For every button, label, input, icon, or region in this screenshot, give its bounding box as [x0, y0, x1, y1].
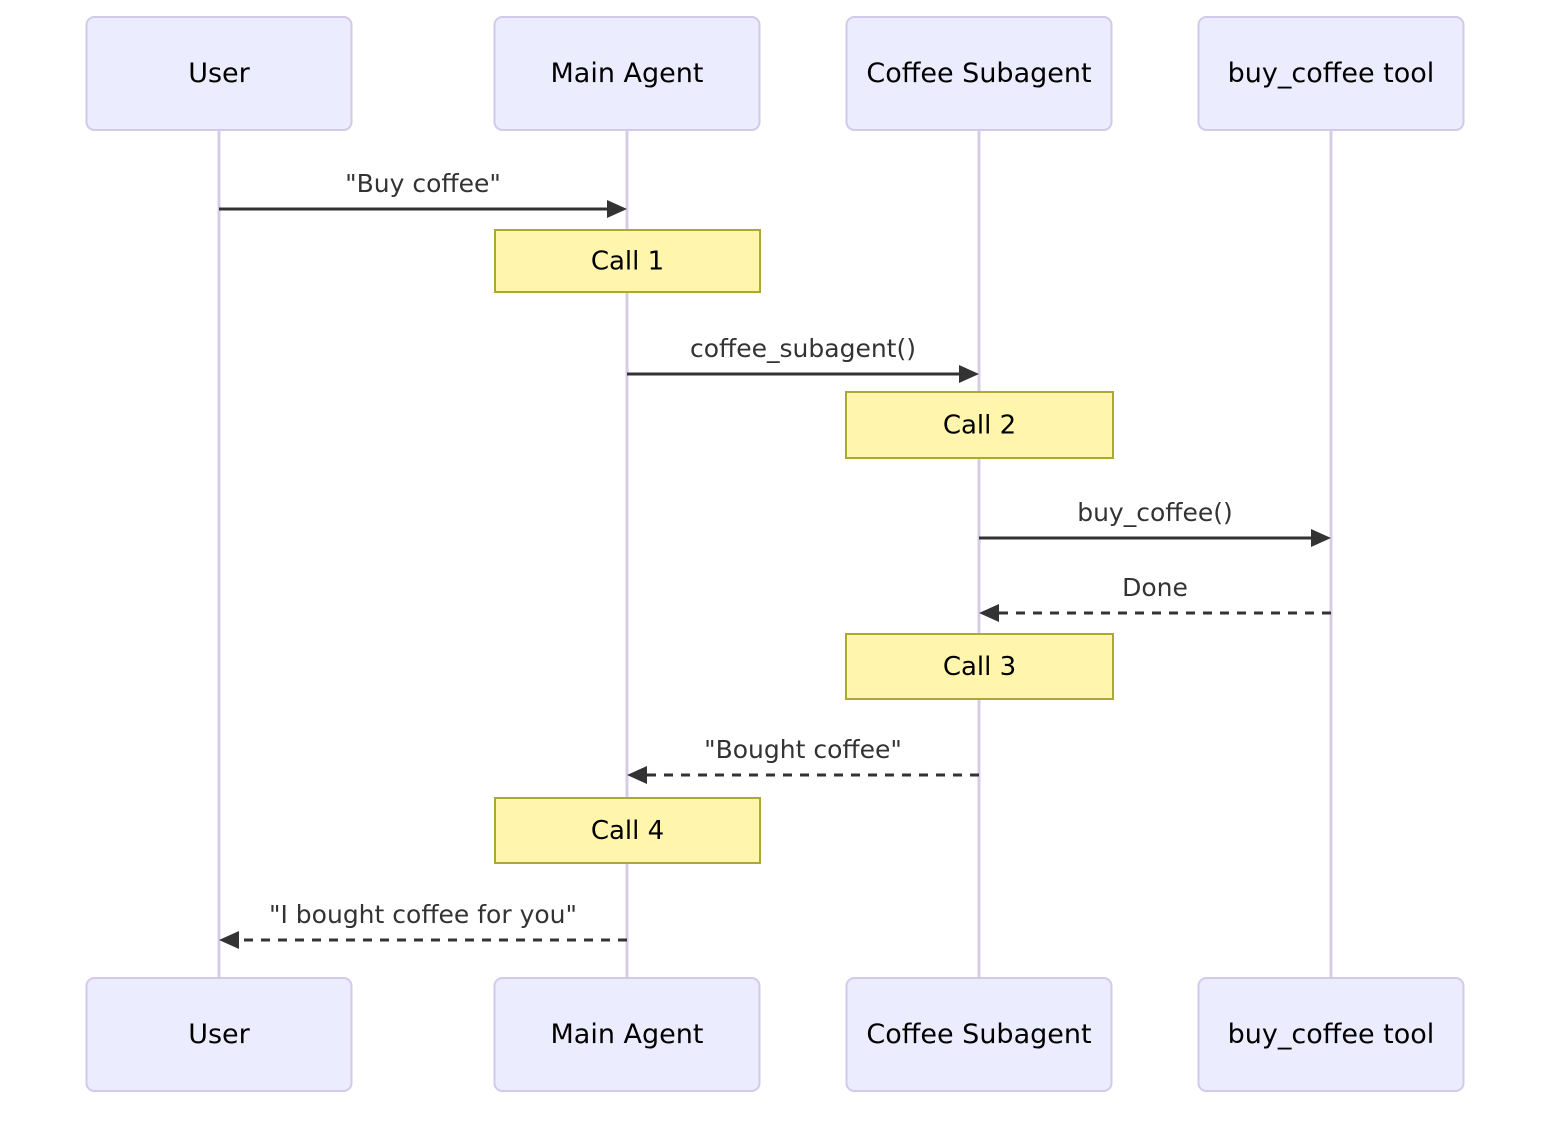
participant-label-main_agent: Main Agent	[551, 1019, 704, 1050]
note-call-1[interactable]: Call 1	[494, 229, 761, 293]
participant-label-coffee_subagent: Coffee Subagent	[866, 1019, 1091, 1050]
participant-box-rect	[493, 16, 761, 131]
messages-group: "Buy coffee" coffee_subagent() buy_coffee(…	[219, 169, 1331, 949]
participant-box-rect	[845, 16, 1113, 131]
participant-buy_coffee_tool-top[interactable]: buy_coffee tool	[1197, 16, 1465, 131]
msg-done[interactable]: Done	[979, 573, 1331, 622]
participant-user-top[interactable]: User	[85, 16, 353, 131]
note-label: Call 3	[943, 652, 1016, 682]
participant-box-rect	[1197, 977, 1465, 1092]
note-call-4[interactable]: Call 4	[494, 797, 761, 864]
message-arrowhead	[959, 365, 979, 383]
participant-label-main_agent: Main Agent	[551, 58, 704, 89]
note-label: Call 1	[591, 247, 664, 277]
message-label: "I bought coffee for you"	[269, 900, 577, 929]
note-label: Call 2	[943, 411, 1016, 441]
message-arrowhead	[607, 200, 627, 218]
participant-label-buy_coffee_tool: buy_coffee tool	[1228, 1019, 1435, 1050]
msg-coffee-subagent[interactable]: coffee_subagent()	[627, 334, 979, 383]
message-label: "Bought coffee"	[704, 735, 902, 764]
participant-label-user: User	[188, 1019, 250, 1050]
participant-box-rect	[845, 977, 1113, 1092]
msg-i-bought-coffee[interactable]: "I bought coffee for you"	[219, 900, 627, 949]
participant-label-user: User	[188, 58, 250, 89]
message-label: "Buy coffee"	[345, 169, 501, 198]
participant-box-rect	[493, 977, 761, 1092]
participant-boxes-bottom: User Main Agent Coffee Subagent buy_coffee …	[85, 977, 1465, 1092]
note-call-2[interactable]: Call 2	[845, 391, 1114, 459]
message-label: coffee_subagent()	[690, 334, 916, 363]
participant-coffee_subagent-bottom[interactable]: Coffee Subagent	[845, 977, 1113, 1092]
message-arrowhead	[219, 931, 239, 949]
participant-label-buy_coffee_tool: buy_coffee tool	[1228, 58, 1435, 89]
note-label: Call 4	[591, 816, 664, 846]
lifelines-group	[217, 130, 1333, 978]
note-rect	[494, 797, 761, 864]
participant-main_agent-top[interactable]: Main Agent	[493, 16, 761, 131]
participant-box-rect	[85, 16, 353, 131]
message-arrowhead	[627, 766, 647, 784]
note-rect	[845, 391, 1114, 459]
note-rect	[845, 633, 1114, 700]
message-arrowhead	[979, 604, 999, 622]
participant-coffee_subagent-top[interactable]: Coffee Subagent	[845, 16, 1113, 131]
note-call-3[interactable]: Call 3	[845, 633, 1114, 700]
notes-group: Call 1 Call 2 Call 3 Call 4	[494, 229, 1114, 864]
note-rect	[494, 229, 761, 293]
message-label: Done	[1122, 573, 1188, 602]
participant-box-rect	[1197, 16, 1465, 131]
participant-label-coffee_subagent: Coffee Subagent	[866, 58, 1091, 89]
msg-bought-coffee[interactable]: "Bought coffee"	[627, 735, 979, 784]
participant-user-bottom[interactable]: User	[85, 977, 353, 1092]
msg-buy-coffee[interactable]: "Buy coffee"	[219, 169, 627, 218]
participant-main_agent-bottom[interactable]: Main Agent	[493, 977, 761, 1092]
message-arrowhead	[1311, 529, 1331, 547]
participant-boxes-top: User Main Agent Coffee Subagent buy_coffee …	[85, 16, 1465, 131]
msg-buy-coffee-call[interactable]: buy_coffee()	[979, 498, 1331, 547]
message-label: buy_coffee()	[1077, 498, 1233, 527]
participant-box-rect	[85, 977, 353, 1092]
participant-buy_coffee_tool-bottom[interactable]: buy_coffee tool	[1197, 977, 1465, 1092]
